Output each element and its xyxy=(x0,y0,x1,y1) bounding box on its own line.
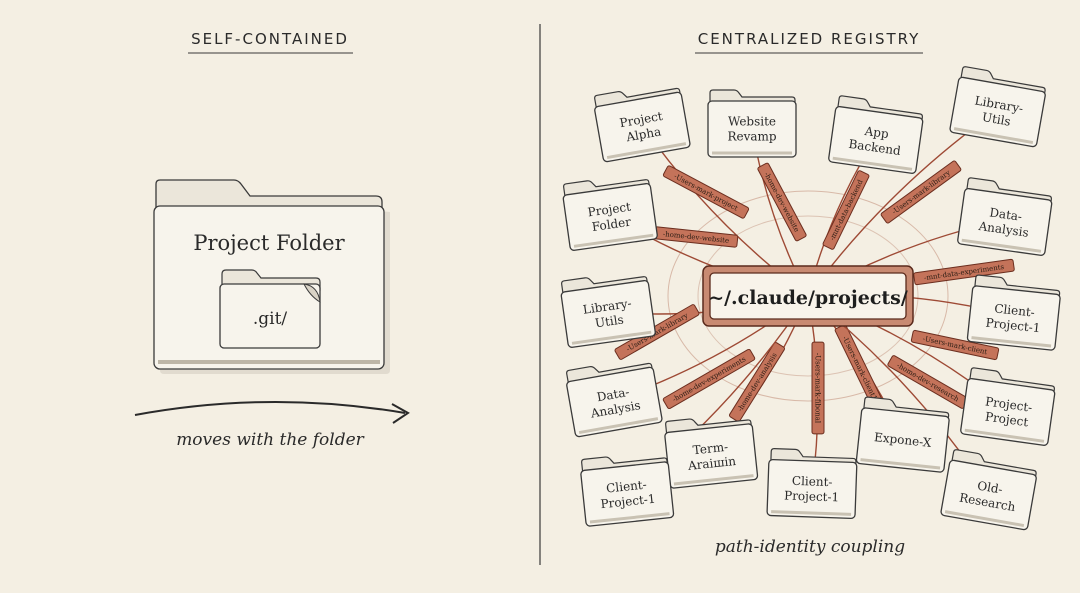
folder-term-araithin: Term-Araiшin xyxy=(664,418,759,489)
left-caption: moves with the folder xyxy=(176,430,364,450)
folder-data-analysis-right: Data-Analysis xyxy=(957,177,1053,256)
project-folder-label: Project Folder xyxy=(193,231,345,255)
folder-website-revamp-label: Revamp xyxy=(727,130,776,144)
folder-client-project-1-bottom-path-label: -Users-mark-fibonal xyxy=(814,353,822,424)
right-caption: path-identity coupling xyxy=(715,537,905,557)
folder-project-alpha-path-tag: -Users-mark-project xyxy=(662,165,750,219)
folder-project-folder-path-tag: -home-dev-website xyxy=(653,226,739,248)
folder-data-analysis-left: Data-Analysis xyxy=(566,362,663,438)
folder-project-project-label: Project xyxy=(984,409,1029,429)
folder-term-araithin-path-tag: -home-dev-analysis xyxy=(729,342,785,422)
folder-client-project-1-bottom-label: Client- xyxy=(792,474,833,489)
folder-app-backend-path-tag: -mnt-data-backend xyxy=(822,170,870,250)
folder-data-analysis-left-path-label: -home-dev-experiments xyxy=(671,355,747,404)
folder-library-utils-left-label: Library- xyxy=(582,296,632,317)
git-folder-label: .git/ xyxy=(253,309,288,329)
folder-old-research: Old-Research xyxy=(940,449,1037,531)
folder-project-alpha-label: Alpha xyxy=(624,124,662,144)
folder-project-project-path-tag: -home-dev-research xyxy=(887,355,969,409)
folder-library-utils-left-label: Utils xyxy=(594,312,624,330)
folder-term-araithin-label: Araiшin xyxy=(686,454,737,473)
folder-project-folder-label: Folder xyxy=(591,215,632,234)
right-panel: CENTRALIZED REGISTRY -Users-mark-project… xyxy=(560,30,1061,557)
orbit-ring-outer xyxy=(667,190,949,402)
folder-client-project-1-left-label: Project-1 xyxy=(600,492,656,512)
folder-library-utils-left: Library-Utils xyxy=(560,276,656,348)
folder-app-backend-label: App xyxy=(863,124,890,141)
folder-website-revamp-path-tag: -home-dev-website xyxy=(757,162,807,242)
hub-label: ~/.claude/projects/ xyxy=(708,287,908,309)
left-heading: SELF-CONTAINED xyxy=(191,30,349,48)
registry-hub: ~/.claude/projects/ xyxy=(702,265,914,327)
folder-client-project-1-left-label: Client- xyxy=(606,477,648,495)
folder-client-project-1-bottom-path-tag: -Users-mark-fibonal xyxy=(811,341,825,435)
folder-client-project-1-bottom: Client-Project-1 xyxy=(766,448,858,520)
folder-expone-x-label: Expone-X xyxy=(873,430,932,450)
right-heading: CENTRALIZED REGISTRY xyxy=(698,30,921,48)
folder-client-project-1-right-label: Project-1 xyxy=(985,316,1041,336)
move-arrow xyxy=(134,400,406,416)
folder-expone-x-path-label: -Users-mark-client1 xyxy=(841,335,879,402)
folder-data-analysis-right-label: Data- xyxy=(989,205,1023,223)
folder-term-araithin-label: Term- xyxy=(692,440,729,458)
folder-project-project: Project-Project xyxy=(960,367,1056,446)
folder-library-utils-top: Library-Utils xyxy=(949,66,1046,148)
folder-client-project-1-bottom-label: Project-1 xyxy=(784,489,840,505)
folder-website-revamp-path-label: -home-dev-website xyxy=(762,171,800,234)
folder-old-research-label: Old- xyxy=(976,478,1003,496)
folder-library-utils-top-path-label: -Users-mark-library xyxy=(891,169,952,216)
folder-project-folder-label: Project xyxy=(587,200,632,220)
orbit-ring-inner xyxy=(697,215,919,377)
folder-project-project-label: Project- xyxy=(984,394,1033,414)
folder-client-project-1-right: Client-Project-1 xyxy=(966,274,1061,351)
folder-expone-x: Expone-X xyxy=(855,396,950,473)
folder-client-project-1-left: Client-Project-1 xyxy=(580,456,675,527)
left-panel: SELF-CONTAINED Project Folder .git/ move… xyxy=(134,30,410,450)
folder-website-revamp-label: Website xyxy=(728,115,776,129)
folder-project-alpha-path-label: -Users-mark-project xyxy=(673,172,740,212)
folder-data-analysis-left-label: Data- xyxy=(596,385,631,404)
folder-client-project-1-right-label: Client- xyxy=(994,301,1036,319)
git-folder-icon: .git/ xyxy=(219,269,321,349)
move-arrow-head xyxy=(391,403,410,424)
folder-library-utils-top-label: Utils xyxy=(981,110,1012,129)
